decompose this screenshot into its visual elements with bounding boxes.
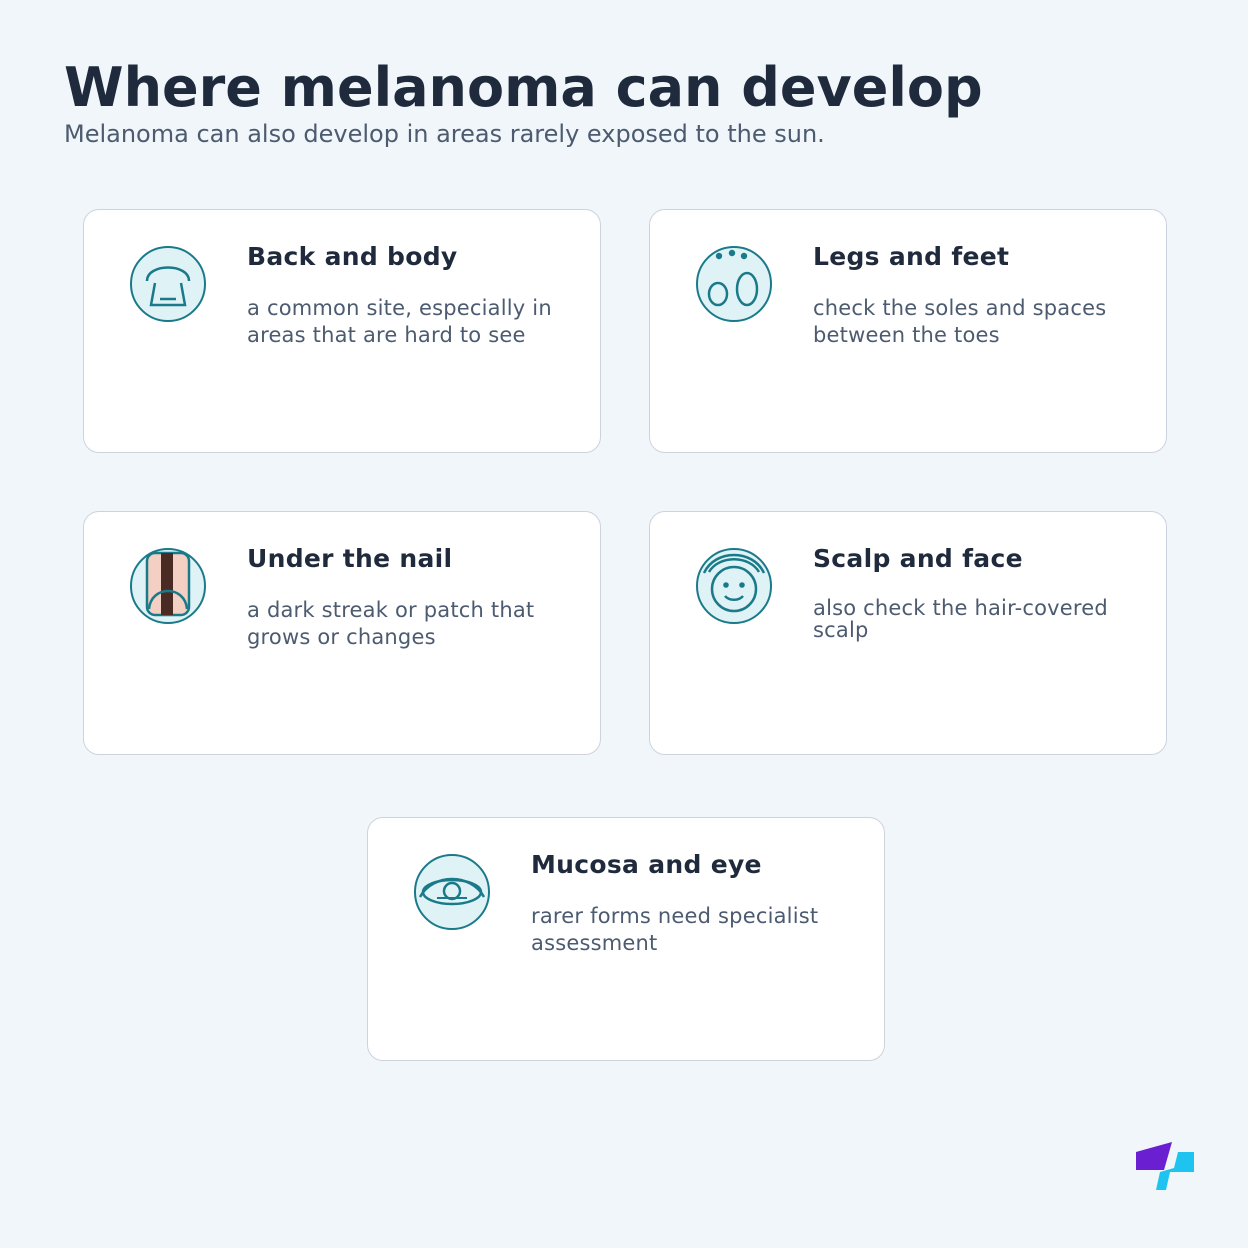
card-title: Scalp and face <box>813 544 1023 573</box>
card-mucosa-and-eye: Mucosa and eye rarer forms need speciali… <box>367 817 885 1061</box>
page-title: Where melanoma can develop <box>64 56 983 119</box>
card-under-the-nail: Under the nail a dark streak or patch th… <box>83 511 601 755</box>
card-back-and-body: Back and body a common site, especially … <box>83 209 601 453</box>
eye-icon <box>413 853 491 931</box>
card-description: a dark streak or patch that grows or cha… <box>247 598 535 649</box>
card-description: check the soles and spaces between the t… <box>813 296 1107 347</box>
card-title: Legs and feet <box>813 242 1010 271</box>
card-title: Under the nail <box>247 544 453 573</box>
card-description: a common site, especially in areas that … <box>247 296 552 347</box>
face-icon <box>695 547 773 625</box>
card-title: Back and body <box>247 242 458 271</box>
card-description: rarer forms need specialist assessment <box>531 904 819 955</box>
card-description: also check the hair-covered scalp <box>813 596 1108 642</box>
back-body-icon <box>129 245 207 323</box>
feet-icon <box>695 245 773 323</box>
nail-icon <box>129 547 207 625</box>
brand-logo-icon <box>1134 1142 1196 1192</box>
card-scalp-and-face: Scalp and face also check the hair-cover… <box>649 511 1167 755</box>
page-subtitle: Melanoma can also develop in areas rarel… <box>64 120 825 148</box>
card-title: Mucosa and eye <box>531 850 762 879</box>
card-legs-and-feet: Legs and feet check the soles and spaces… <box>649 209 1167 453</box>
